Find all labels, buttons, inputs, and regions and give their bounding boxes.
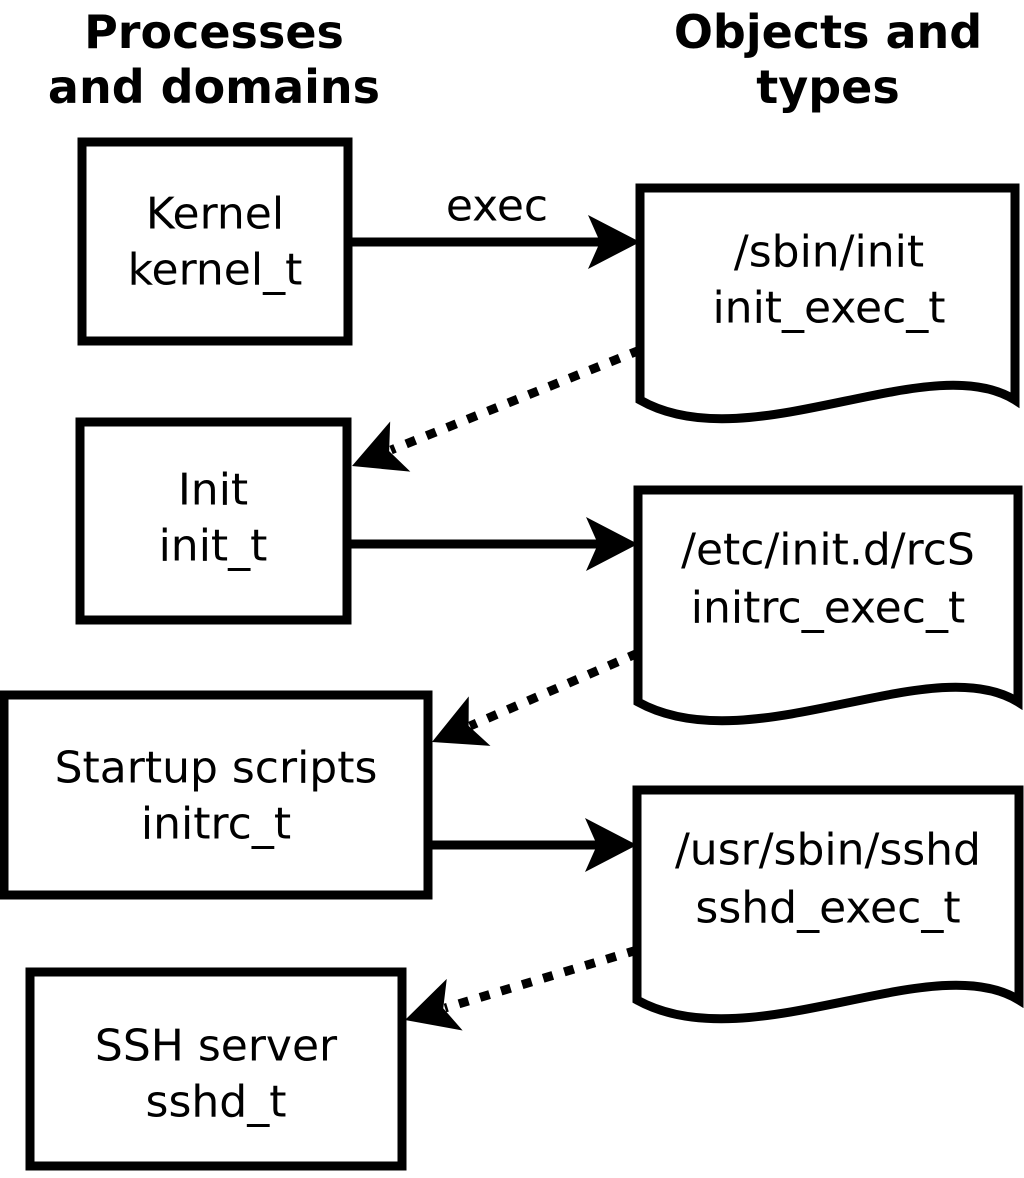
usr-sbin-sshd-type: sshd_exec_t	[695, 883, 960, 934]
left-column-header: Processes and domains	[48, 5, 380, 114]
startup-scripts-box	[0, 690, 433, 900]
sbin-init-document	[635, 183, 1020, 424]
init-label: Init	[178, 465, 248, 516]
object-node-sbin-init: /sbin/init init_exec_t	[635, 183, 1020, 424]
edge-kernel-to-sbin-init: exec	[348, 181, 640, 269]
init-type: init_t	[159, 521, 268, 572]
edge-dotted-line	[468, 648, 640, 731]
left-header-line-2: and domains	[48, 60, 380, 114]
process-node-kernel: Kernel kernel_t	[77, 137, 353, 346]
kernel-type: kernel_t	[128, 245, 303, 296]
solid-arrowhead-icon	[585, 818, 637, 872]
dotted-arrowhead-icon	[352, 421, 411, 472]
edge-exec-label: exec	[446, 181, 548, 232]
solid-arrowhead-icon	[586, 517, 638, 571]
etc-initd-rcs-type: initrc_exec_t	[691, 583, 965, 634]
kernel-label: Kernel	[146, 189, 284, 240]
right-header-line-2: types	[756, 60, 899, 114]
etc-initd-rcs-document	[633, 485, 1023, 726]
ssh-server-label: SSH server	[95, 1021, 338, 1072]
edge-init-to-etc-initd-rcs	[347, 517, 638, 571]
right-column-header: Objects and types	[674, 5, 982, 114]
dotted-arrowhead-icon	[432, 696, 491, 746]
startup-scripts-label: Startup scripts	[55, 743, 378, 794]
edge-sbin-init-to-init	[352, 345, 642, 472]
left-header-line-1: Processes	[84, 5, 344, 59]
usr-sbin-sshd-path: /usr/sbin/sshd	[675, 825, 981, 876]
etc-initd-rcs-path: /etc/init.d/rcS	[681, 525, 975, 576]
solid-arrowhead-icon	[588, 215, 640, 269]
right-header-line-1: Objects and	[674, 5, 982, 59]
object-node-usr-sbin-sshd: /usr/sbin/sshd sshd_exec_t	[632, 785, 1024, 1024]
usr-sbin-sshd-document	[632, 785, 1024, 1024]
sbin-init-type: init_exec_t	[712, 283, 945, 334]
edge-etc-initd-rcs-to-startup-scripts	[432, 648, 640, 746]
kernel-box	[77, 137, 353, 346]
dotted-arrowhead-icon	[405, 978, 463, 1031]
edge-startup-scripts-to-usr-sbin-sshd	[428, 818, 637, 872]
process-node-ssh-server: SSH server sshd_t	[25, 967, 407, 1171]
edge-usr-sbin-sshd-to-ssh-server	[405, 945, 639, 1031]
object-node-etc-initd-rcs: /etc/init.d/rcS initrc_exec_t	[633, 485, 1023, 726]
init-box	[75, 417, 352, 625]
ssh-server-box	[25, 967, 407, 1171]
process-node-startup-scripts: Startup scripts initrc_t	[0, 690, 433, 900]
startup-scripts-type: initrc_t	[141, 799, 291, 850]
edge-dotted-line	[443, 945, 639, 1013]
ssh-server-type: sshd_t	[146, 1077, 287, 1128]
edge-dotted-line	[389, 345, 642, 455]
process-node-init: Init init_t	[75, 417, 352, 625]
sbin-init-path: /sbin/init	[734, 227, 924, 278]
